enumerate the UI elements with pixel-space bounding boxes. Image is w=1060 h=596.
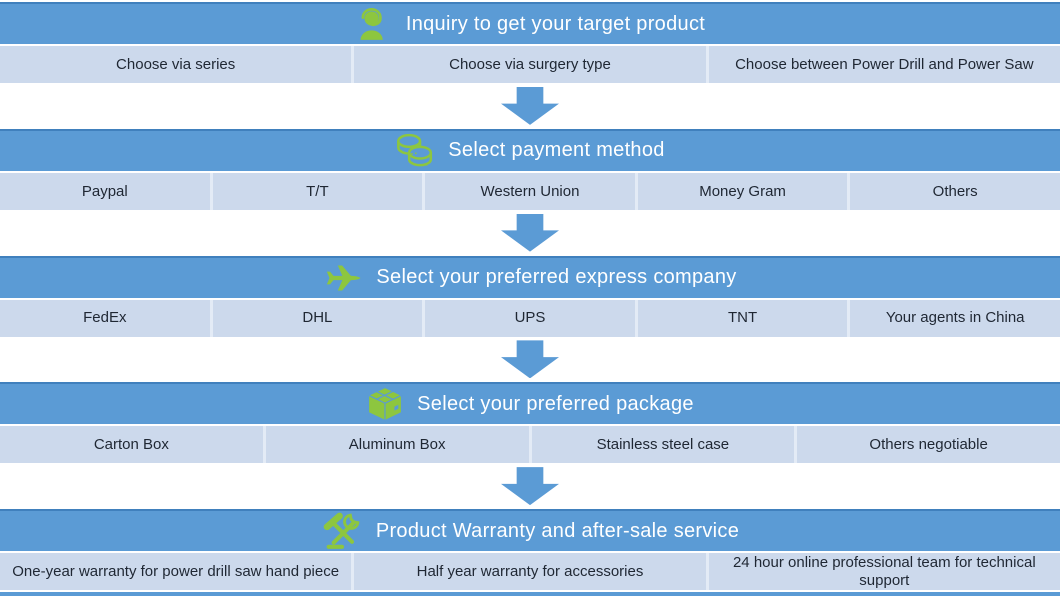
down-arrow-icon (501, 340, 559, 379)
package-box-icon (366, 384, 404, 424)
option-label: Money Gram (699, 182, 786, 200)
option-cell: UPS (422, 299, 635, 337)
down-arrow-icon (501, 86, 559, 125)
option-cell: Western Union (422, 172, 635, 210)
tools-icon (321, 511, 363, 551)
flow-gap (0, 336, 1060, 383)
option-cell: Choose between Power Drill and Power Saw (705, 46, 1060, 83)
option-label: TNT (727, 309, 758, 327)
option-label: UPS (514, 309, 546, 327)
flow-gap (0, 463, 1060, 509)
option-label: Choose via surgery type (449, 55, 611, 73)
option-cell: FedEx (0, 300, 210, 337)
bottom-border (0, 592, 1060, 596)
section-header-inquiry: Inquiry to get your target product (0, 2, 1060, 44)
option-label: 24 hour online professional team for tec… (732, 554, 1036, 589)
section-title: Select payment method (448, 139, 665, 162)
option-label: Paypal (81, 182, 128, 200)
section-options-warranty: One-year warranty for power drill saw ha… (0, 553, 1060, 590)
support-agent-icon (355, 4, 393, 44)
option-label: DHL (302, 309, 333, 327)
option-cell: Paypal (0, 173, 210, 210)
flow-gap (0, 209, 1060, 256)
section-header-package: Select your preferred package (0, 382, 1060, 425)
option-cell: T/T (209, 172, 423, 210)
section-header-payment: Select payment method (0, 128, 1060, 171)
option-cell: TNT (634, 299, 848, 337)
coins-icon (395, 131, 435, 171)
section-header-express: Select your preferred express company (0, 255, 1060, 298)
option-label: Half year warranty for accessories (416, 562, 644, 580)
section-options-express: FedEx DHL UPS TNT Your agents in China (0, 299, 1060, 337)
option-label: Western Union (480, 182, 580, 200)
option-cell: 24 hour online professional team for tec… (705, 553, 1060, 590)
section-title: Product Warranty and after-sale service (375, 519, 740, 542)
option-label: Others negotiable (869, 436, 988, 454)
option-label: Choose between Power Drill and Power Saw (735, 55, 1034, 73)
section-options-payment: Paypal T/T Western Union Money Gram Others (0, 172, 1060, 210)
option-label: Aluminum Box (348, 436, 446, 454)
option-label: FedEx (83, 309, 127, 327)
airplane-icon (323, 258, 363, 298)
section-title: Select your preferred package (417, 392, 694, 415)
option-label: Others (932, 182, 978, 200)
option-cell: Others negotiable (794, 426, 1060, 464)
option-label: T/T (306, 182, 329, 200)
option-label: Your agents in China (885, 309, 1025, 327)
option-label: Carton Box (93, 436, 169, 454)
option-label: Stainless steel case (596, 436, 730, 454)
section-title: Inquiry to get your target product (405, 12, 706, 35)
option-cell: Choose via series (0, 46, 351, 83)
down-arrow-icon (501, 213, 559, 252)
option-cell: Choose via surgery type (351, 46, 705, 83)
section-options-package: Carton Box Aluminum Box Stainless steel ca… (0, 426, 1060, 464)
option-cell: Money Gram (634, 172, 848, 210)
section-header-warranty: Product Warranty and after-sale service (0, 509, 1060, 551)
option-label: One-year warranty for power drill saw ha… (12, 562, 340, 580)
option-cell: Stainless steel case (528, 426, 795, 464)
option-cell: Your agents in China (847, 299, 1060, 337)
flow-gap (0, 83, 1060, 129)
option-cell: Others (847, 172, 1060, 210)
option-label: Choose via series (116, 55, 236, 73)
down-arrow-icon (501, 467, 559, 506)
option-cell: One-year warranty for power drill saw ha… (0, 553, 351, 590)
section-options-inquiry: Choose via series Choose via surgery type… (0, 46, 1060, 83)
option-cell: DHL (209, 299, 423, 337)
option-cell: Half year warranty for accessories (351, 553, 705, 590)
section-title: Select your preferred express company (376, 266, 737, 288)
option-cell: Aluminum Box (262, 426, 529, 464)
option-cell: Carton Box (0, 426, 263, 463)
